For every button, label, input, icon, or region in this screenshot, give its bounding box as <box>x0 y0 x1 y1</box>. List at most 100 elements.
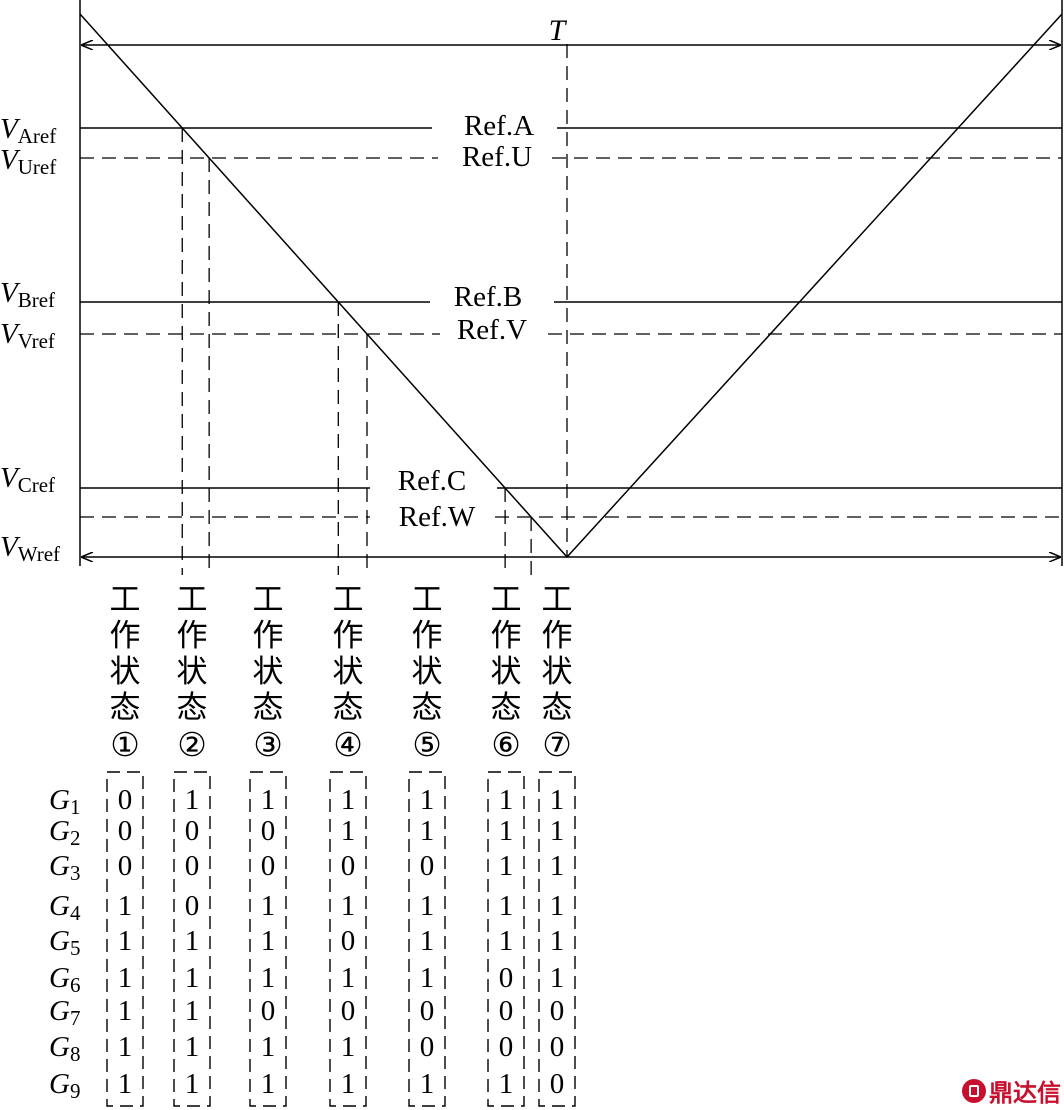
v-label-c: VCref <box>0 462 55 497</box>
state-6-bit-g2: 1 <box>499 815 514 847</box>
state-1-bit-g1: 0 <box>118 784 133 816</box>
state-1-bit-g6: 1 <box>118 962 133 994</box>
state-7-bit-g4: 1 <box>550 890 565 922</box>
state-1-char-1: 工 <box>110 582 141 617</box>
state-1-bit-g3: 0 <box>118 850 133 882</box>
state-7-char-3: 状 <box>542 654 573 689</box>
state-3-bit-box <box>249 771 287 1107</box>
state-2-bit-g4: 0 <box>185 890 200 922</box>
v-label-u: VUref <box>0 144 56 179</box>
state-7-char-2: 作 <box>542 618 573 653</box>
state-2-bit-g5: 1 <box>185 925 200 957</box>
state-5-number: ⑤ <box>412 728 442 764</box>
v-label-b: VBref <box>0 277 55 312</box>
state-3-bit-g2: 0 <box>261 815 276 847</box>
state-4-bit-g5: 0 <box>341 925 356 957</box>
ref-label-w: Ref.W <box>399 501 476 533</box>
state-7-bit-g3: 1 <box>550 850 565 882</box>
state-6-bit-g9: 1 <box>499 1068 514 1100</box>
state-6-bit-g6: 0 <box>499 962 514 994</box>
triangular-carrier-layer <box>79 13 1063 559</box>
state-3-bit-g8: 1 <box>261 1031 276 1063</box>
state-3-bit-g7: 0 <box>261 995 276 1027</box>
state-5-bit-g4: 1 <box>420 890 435 922</box>
state-4-bit-g7: 0 <box>341 995 356 1027</box>
state-2-char-2: 作 <box>177 618 208 653</box>
state-2-bit-box <box>173 771 211 1107</box>
state-1-bit-g8: 1 <box>118 1031 133 1063</box>
state-2-bit-g1: 1 <box>185 784 200 816</box>
state-7-char-1: 工 <box>542 582 573 617</box>
state-2-bit-g7: 1 <box>185 995 200 1027</box>
state-7-bit-g1: 1 <box>550 784 565 816</box>
state-5-bit-g3: 0 <box>420 850 435 882</box>
state-2-char-1: 工 <box>177 582 208 617</box>
state-7-bit-g8: 0 <box>550 1031 565 1063</box>
gate-label-6: G6 <box>49 962 80 997</box>
state-4-number: ④ <box>333 728 363 764</box>
state-2-bit-g9: 1 <box>185 1068 200 1100</box>
state-4-bit-box <box>329 771 367 1107</box>
state-2-char-4: 态 <box>177 690 208 725</box>
state-4-bit-g9: 1 <box>341 1068 356 1100</box>
state-2-number: ② <box>177 728 207 764</box>
gate-label-3: G3 <box>49 850 80 885</box>
state-2-bit-g6: 1 <box>185 962 200 994</box>
state-5-char-3: 状 <box>412 654 443 689</box>
state-3-bit-g6: 1 <box>261 962 276 994</box>
ref-label-b: Ref.B <box>454 281 522 313</box>
ref-label-v: Ref.V <box>457 314 527 346</box>
state-4-bit-g3: 0 <box>341 850 356 882</box>
state-4-bit-g8: 1 <box>341 1031 356 1063</box>
state-1-number: ① <box>110 728 140 764</box>
state-7-bit-g6: 1 <box>550 962 565 994</box>
state-3-bit-g4: 1 <box>261 890 276 922</box>
state-4-bit-g6: 1 <box>341 962 356 994</box>
state-1-char-2: 作 <box>110 618 141 653</box>
state-3-char-1: 工 <box>253 582 284 617</box>
state-6-char-3: 状 <box>491 654 522 689</box>
reference-lines-layer <box>79 0 1063 575</box>
switch-state-table: G1G2G3G4G5G6G7G8G90001111111000111111001… <box>49 771 576 1107</box>
ref-label-c: Ref.C <box>398 465 466 497</box>
ref-label-a: Ref.A <box>464 110 534 142</box>
state-2-bit-g8: 1 <box>185 1031 200 1063</box>
watermark-text: 鼎达信 <box>989 1079 1061 1107</box>
state-5-char-2: 作 <box>412 618 443 653</box>
state-4-char-3: 状 <box>333 654 364 689</box>
state-4-bit-g4: 1 <box>341 890 356 922</box>
state-1-char-4: 态 <box>110 690 141 725</box>
gate-label-9: G9 <box>49 1068 80 1103</box>
state-6-char-1: 工 <box>491 582 522 617</box>
state-3-char-3: 状 <box>253 654 284 689</box>
state-6-bit-g7: 0 <box>499 995 514 1027</box>
ref-label-u: Ref.U <box>462 141 532 173</box>
state-4-bit-g1: 1 <box>341 784 356 816</box>
state-4-char-2: 作 <box>333 618 364 653</box>
state-5-bit-g9: 1 <box>420 1068 435 1100</box>
state-7-bit-g2: 1 <box>550 815 565 847</box>
state-6-bit-g8: 0 <box>499 1031 514 1063</box>
state-5-bit-box <box>408 771 446 1107</box>
state-6-bit-g3: 1 <box>499 850 514 882</box>
state-6-bit-g5: 1 <box>499 925 514 957</box>
v-label-v: VVref <box>0 318 55 353</box>
state-2-bit-g3: 0 <box>185 850 200 882</box>
state-1-bit-g7: 1 <box>118 995 133 1027</box>
state-4-bit-g2: 1 <box>341 815 356 847</box>
state-6-char-2: 作 <box>491 618 522 653</box>
state-5-char-1: 工 <box>412 582 443 617</box>
state-4-char-1: 工 <box>333 582 364 617</box>
state-7-bit-g5: 1 <box>550 925 565 957</box>
state-2-char-3: 状 <box>177 654 208 689</box>
gate-label-8: G8 <box>49 1031 80 1066</box>
state-1-bit-box <box>106 771 144 1107</box>
gate-label-4: G4 <box>49 890 81 925</box>
state-6-bit-box <box>487 771 525 1107</box>
state-7-bit-g7: 0 <box>550 995 565 1027</box>
state-5-bit-g8: 0 <box>420 1031 435 1063</box>
labels-layer: TRef.AVArefRef.UVUrefRef.BVBrefRef.VVVre… <box>0 14 573 764</box>
state-3-bit-g9: 1 <box>261 1068 276 1100</box>
state-6-bit-g4: 1 <box>499 890 514 922</box>
